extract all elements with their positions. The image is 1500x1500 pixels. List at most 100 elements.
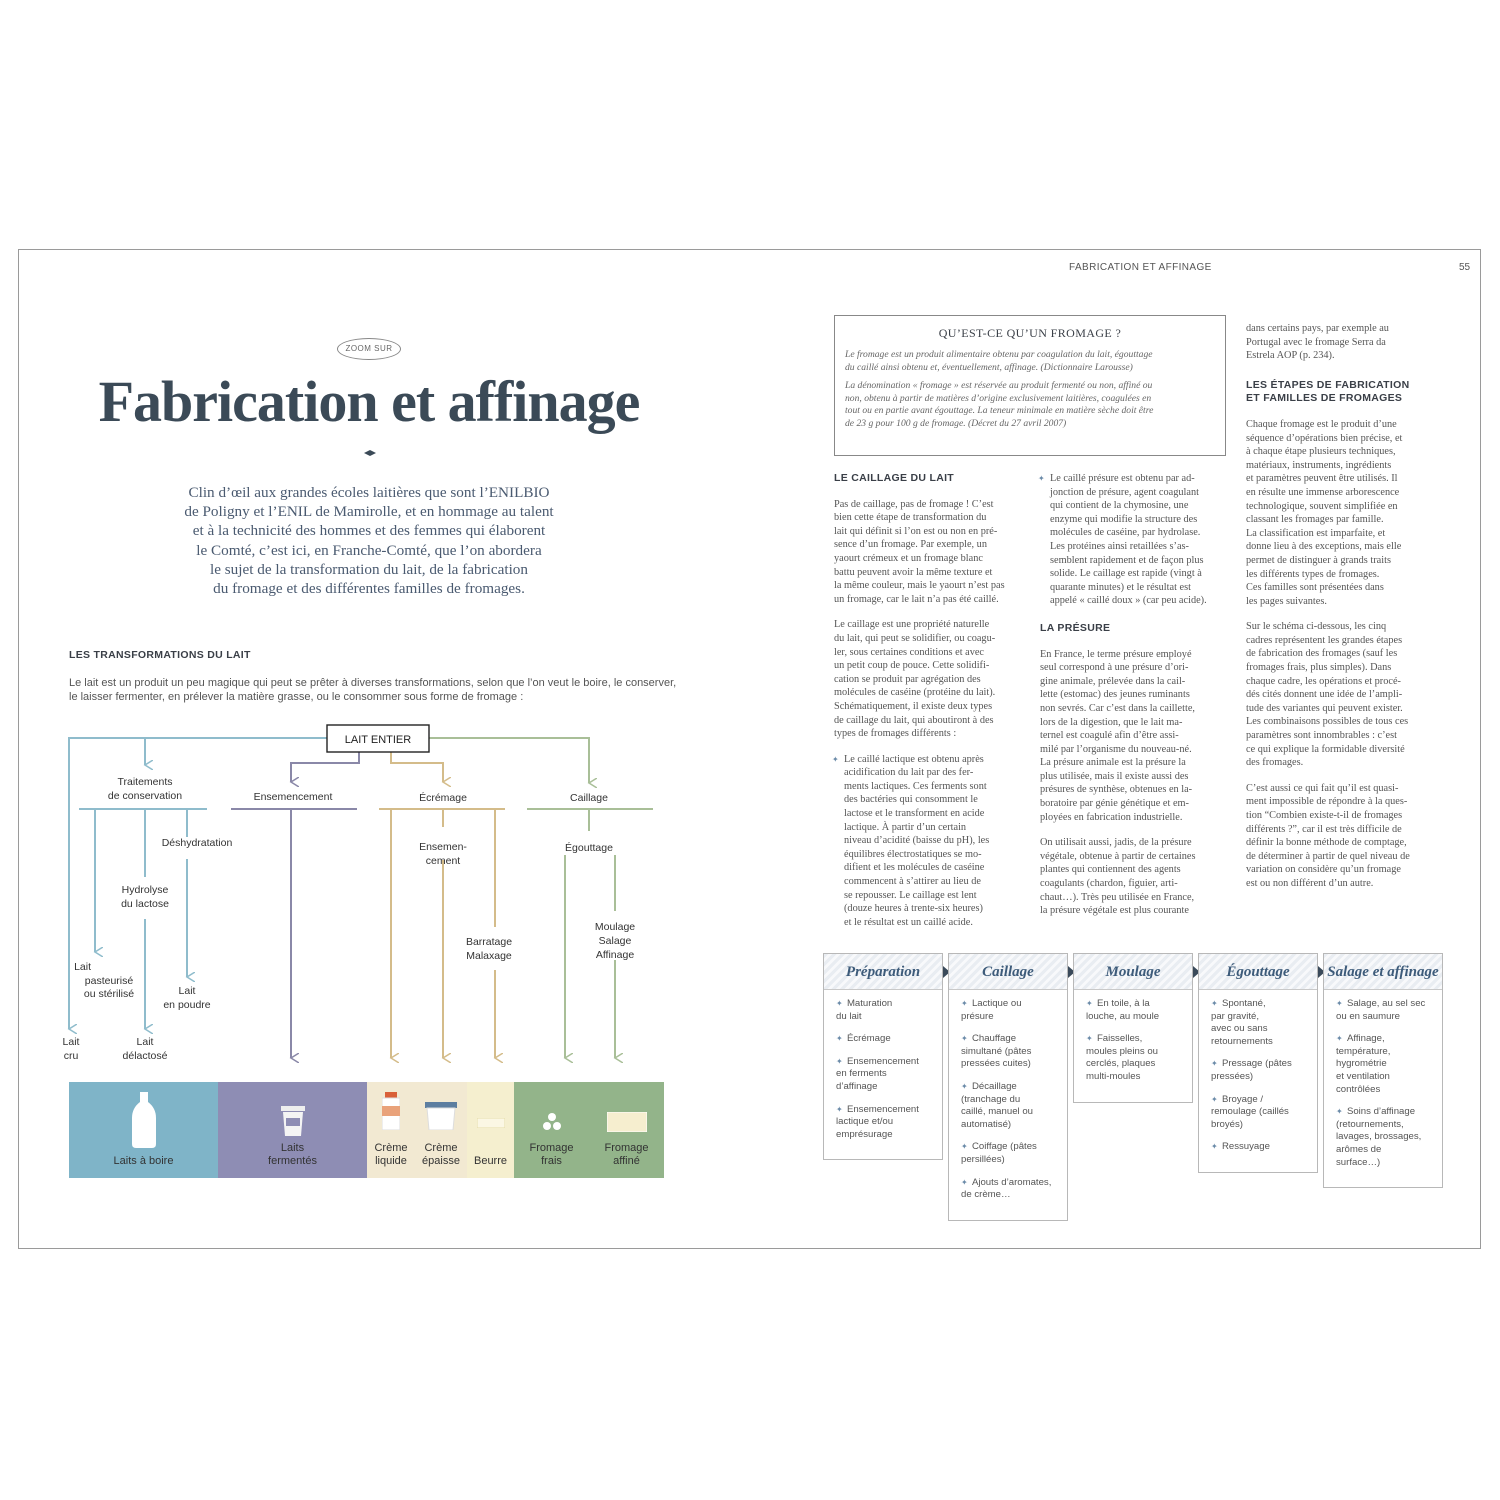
text-line: hygrométrie: [1336, 1058, 1387, 1070]
text-line: un fromage, car le lait n’a pas été cail…: [834, 593, 999, 605]
text-line: des fromages.: [1246, 757, 1304, 769]
intro-line: de Poligny et l’ENIL de Mamirolle, et en…: [184, 503, 554, 521]
text-line: présure: [961, 1010, 994, 1022]
text-line: de fabrication des fromages (sauf les: [1246, 648, 1398, 660]
node-barratage: Barratage: [466, 936, 512, 948]
text-line: permet de distinguer à grands traits: [1246, 554, 1391, 566]
text-line: tude des variantes qui peuvent exister.: [1246, 702, 1403, 714]
text-line: classant les fromages par famille.: [1246, 514, 1384, 526]
step-title: Préparation: [824, 954, 942, 990]
step-title: Caillage: [949, 954, 1067, 990]
text-line: ✦ Affinage,: [1336, 1033, 1385, 1045]
text-line: bien cette étape de transformation du: [834, 512, 987, 524]
intro-line: le sujet de la transformation du lait, d…: [210, 560, 528, 578]
text-line: de caillage du lait, qui aboutiront à de…: [834, 714, 994, 726]
text-line: ment impossible de répondre à la ques-: [1246, 796, 1408, 808]
text-line: définir la bonne méthode de comptage,: [1246, 837, 1407, 849]
text-line: ✦ Ensemencement: [836, 1103, 919, 1115]
text-line: et paramètres peuvent être utilisés. Il: [1246, 473, 1398, 485]
text-line: Les protéines ainsi retaillées s’as-: [1050, 540, 1189, 552]
text-line: séquence d’opérations bien précise, et: [1246, 432, 1403, 444]
product-label: Fromage: [529, 1142, 574, 1154]
node-hydrolyse-2: du lactose: [121, 898, 169, 910]
text-line: enzyme qui modifie la structure des: [1050, 513, 1198, 525]
text-line: La dénomination « fromage » est réservée…: [845, 380, 1153, 392]
heading-line: LES ÉTAPES DE FABRICATION: [1246, 378, 1410, 391]
text-line: la présure végétale est plus courante: [1040, 905, 1189, 917]
text-line: automatisé): [961, 1118, 1012, 1130]
text-line: des bactéries qui consomment le: [844, 794, 978, 806]
root-node-lait-entier: LAIT ENTIER: [345, 734, 411, 746]
text-line: matériaux, instruments, ingrédients: [1246, 459, 1392, 471]
cream-pot-icon: [425, 1102, 457, 1130]
text-line: gine animale, prélevée dans la cail-: [1040, 675, 1186, 687]
star-bullet-icon: ✦: [961, 1177, 970, 1187]
text-line: de crème…: [961, 1189, 1011, 1201]
step-item: ✦ Soins d’affinage(retournements,lavages…: [1336, 1106, 1434, 1169]
text-line: multi-moules: [1086, 1070, 1141, 1082]
text-line: seul correspond à une présure d’ori-: [1040, 662, 1189, 674]
product-label: fermentés: [268, 1155, 317, 1167]
text-line: tout ou en partie avant égouttage. La te…: [845, 405, 1154, 417]
text-line: qui contient de la chymosine, une: [1050, 500, 1189, 512]
text-line: acidification du lait par des fer-: [844, 767, 974, 779]
text-line: ✦ Soins d’affinage: [1336, 1106, 1416, 1118]
star-bullet-icon: ✦: [961, 1081, 970, 1091]
step-item: ✦ Écrémage: [836, 1033, 934, 1046]
text-line: louche, au moule: [1086, 1010, 1160, 1022]
presure-heading: LA PRÉSURE: [1040, 621, 1111, 634]
node-en-poudre-2: en poudre: [163, 999, 210, 1011]
definition-box: QU’EST-CE QU’UN FROMAGE ? Le fromage est…: [834, 315, 1226, 456]
text-line: fromages frais, plus simples). Dans: [1246, 662, 1392, 674]
column-presure: Le caillé présure est obtenu par ad-jonc…: [1038, 472, 1226, 930]
step-arrow-icon: [943, 966, 950, 978]
text-line: simultané (pâtes: [961, 1045, 1032, 1057]
text-line: pressées cuites): [961, 1058, 1031, 1070]
node-malaxage: Malaxage: [466, 950, 512, 962]
text-line: solide. Le caillage est rapide (vingt à: [1050, 568, 1202, 580]
zoom-sur-badge: ZOOM SUR: [337, 338, 401, 360]
node-traitements: Traitements: [117, 776, 172, 788]
text-line: technologique, souvent simplifiée en: [1246, 500, 1398, 512]
text-line: par gravité,: [1211, 1010, 1259, 1022]
text-line: ce qui explique la formidable diversité: [1246, 743, 1405, 755]
text-line: non, obtenu à partir de matières d’origi…: [845, 392, 1152, 404]
node-caillage: Caillage: [570, 792, 608, 804]
intro-line: du fromage et des différentes familles d…: [213, 580, 525, 598]
text-line: ✦ Spontané,: [1211, 998, 1266, 1009]
text-line: molécules de caséine, par hydrolase.: [1050, 527, 1201, 539]
node-hydrolyse: Hydrolyse: [122, 884, 169, 896]
text-line: chaut…). Très peu utilisée en France,: [1040, 891, 1195, 903]
text-line: du lait: [836, 1010, 862, 1022]
text-line: caillé, manuel ou: [961, 1106, 1033, 1118]
node-deshydratation: Déshydratation: [162, 837, 233, 849]
star-bullet-icon: ✦: [961, 1142, 970, 1152]
text-line: Chaque fromage est le produit d’une: [1246, 418, 1397, 430]
text-line: ternel est coagulé afin d’être assi-: [1040, 730, 1179, 742]
node-affinage: Affinage: [596, 949, 634, 961]
text-line: (tranchage du: [961, 1093, 1021, 1105]
intro-paragraph: Clin d’œil aux grandes écoles laitières …: [139, 483, 599, 598]
text-line: ployées en fabrication industrielle.: [1040, 811, 1183, 823]
text-line: ✦ Écrémage: [836, 1033, 891, 1045]
product-laits-a-boire: Laits à boire: [69, 1082, 218, 1178]
star-bullet-icon: ✦: [836, 1104, 845, 1114]
text-line: surface…): [1336, 1156, 1381, 1168]
node-ensemen-cement-2: cement: [426, 855, 461, 867]
text-line: les pages suivantes.: [1246, 595, 1327, 607]
